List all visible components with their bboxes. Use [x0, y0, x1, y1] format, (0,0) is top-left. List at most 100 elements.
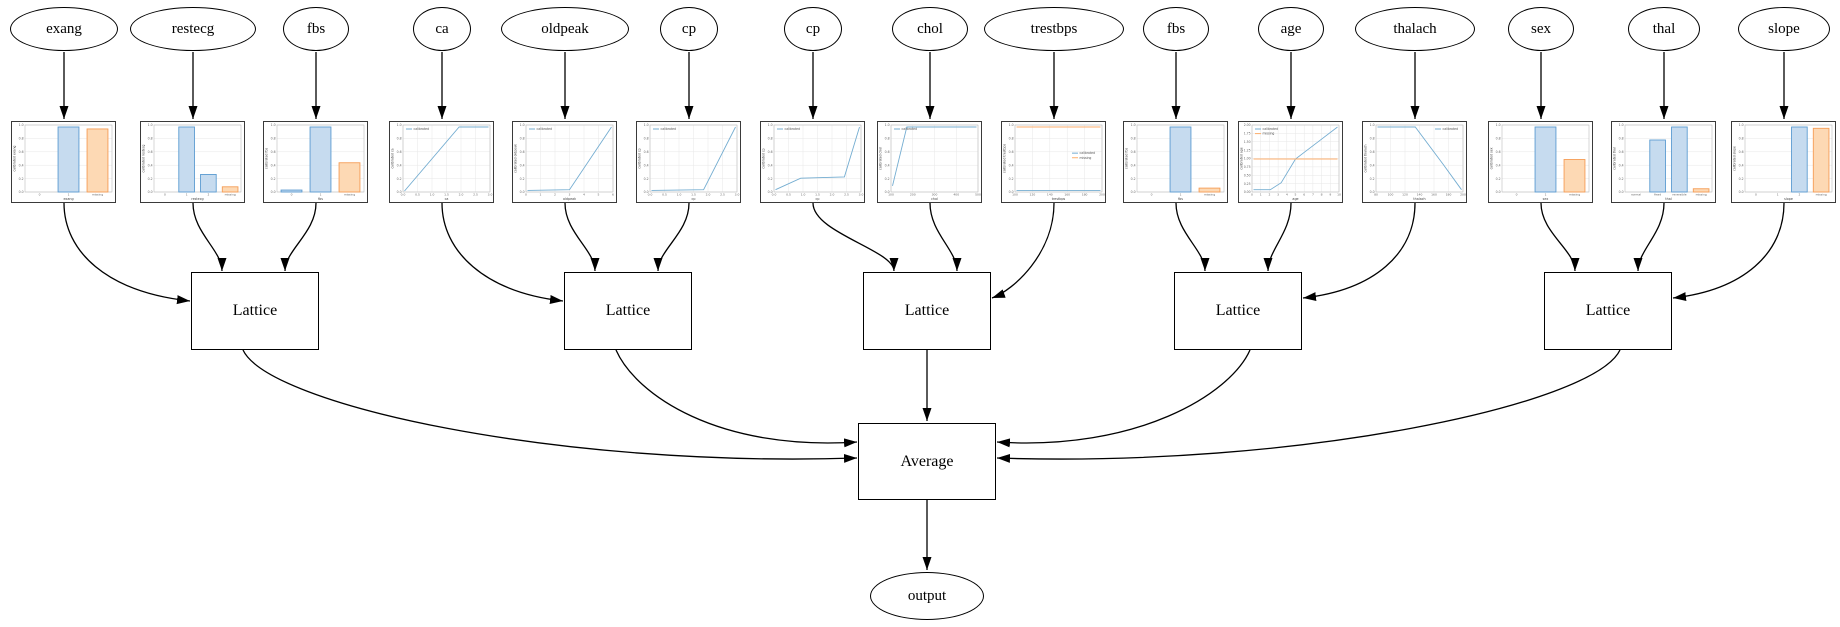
edge-chart-thalach-to-lattice-3 [1302, 202, 1416, 302]
svg-text:0: 0 [1150, 193, 1152, 197]
svg-text:calibrated cp: calibrated cp [637, 148, 641, 168]
svg-text:4: 4 [583, 193, 585, 197]
svg-text:0.75: 0.75 [1244, 165, 1251, 169]
svg-text:5: 5 [1294, 193, 1296, 197]
svg-text:0.4: 0.4 [1619, 163, 1624, 167]
svg-text:calibrated thal: calibrated thal [1612, 147, 1616, 170]
svg-text:calibrated: calibrated [413, 127, 429, 131]
svg-text:3.0: 3.0 [488, 193, 493, 197]
svg-text:calibrated trestbps: calibrated trestbps [1002, 144, 1006, 174]
svg-text:1.0: 1.0 [801, 193, 806, 197]
svg-text:calibrated slope: calibrated slope [1732, 146, 1736, 171]
feature-node-thal: thal [1628, 7, 1700, 51]
svg-text:1.50: 1.50 [1244, 140, 1251, 144]
feature-label: thal [1652, 20, 1676, 37]
svg-text:0.4: 0.4 [1009, 163, 1014, 167]
svg-text:0.00: 0.00 [1244, 190, 1251, 194]
svg-text:calibrated: calibrated [660, 127, 676, 131]
svg-text:7: 7 [1312, 193, 1314, 197]
feature-label: sex [1531, 20, 1551, 37]
svg-text:100: 100 [888, 193, 894, 197]
feature-label: fbs [1166, 20, 1186, 37]
svg-text:0.4: 0.4 [644, 163, 649, 167]
svg-text:0.2: 0.2 [148, 177, 153, 181]
edge-chart-fbs-to-lattice-0 [280, 202, 317, 272]
svg-text:1.0: 1.0 [644, 123, 649, 127]
svg-text:calibrated: calibrated [784, 127, 800, 131]
svg-text:restecg: restecg [191, 197, 203, 201]
svg-text:calibrated chol: calibrated chol [878, 147, 882, 170]
svg-text:ca: ca [444, 197, 448, 201]
svg-text:0.5: 0.5 [786, 193, 791, 197]
svg-text:0.4: 0.4 [768, 163, 773, 167]
average-label: Average [900, 452, 954, 470]
lattice-label: Lattice [232, 302, 278, 319]
svg-text:0.0: 0.0 [1739, 190, 1744, 194]
svg-text:6: 6 [612, 193, 614, 197]
svg-text:0.8: 0.8 [1009, 137, 1014, 141]
svg-text:slope: slope [1784, 197, 1793, 201]
svg-text:calibrated fbs: calibrated fbs [1124, 148, 1128, 170]
svg-text:2.0: 2.0 [706, 193, 711, 197]
svg-text:1: 1 [1179, 193, 1181, 197]
svg-text:reversible: reversible [1672, 193, 1687, 197]
feature-label: restecg [171, 20, 215, 37]
feature-node-ca: ca [413, 7, 471, 51]
svg-text:140: 140 [1047, 193, 1053, 197]
svg-text:1.0: 1.0 [1370, 123, 1375, 127]
feature-node-sex: sex [1508, 7, 1574, 51]
svg-text:1.0: 1.0 [1496, 123, 1501, 127]
feature-node-slope: slope [1738, 7, 1830, 51]
svg-text:0.6: 0.6 [271, 150, 276, 154]
edge-chart-slope-to-lattice-4 [1672, 202, 1785, 302]
svg-text:0.4: 0.4 [1370, 163, 1375, 167]
svg-text:2.5: 2.5 [720, 193, 725, 197]
svg-text:0.0: 0.0 [19, 190, 24, 194]
feature-label: fbs [306, 20, 326, 37]
svg-text:1: 1 [539, 193, 541, 197]
svg-text:0.8: 0.8 [520, 137, 525, 141]
edge-chart-chol-to-lattice-2 [929, 202, 962, 272]
svg-text:2: 2 [1798, 193, 1800, 197]
svg-text:0.5: 0.5 [662, 193, 667, 197]
svg-text:1.0: 1.0 [148, 123, 153, 127]
svg-text:0.8: 0.8 [19, 137, 24, 141]
svg-text:80: 80 [1374, 193, 1378, 197]
svg-text:calibrated restecg: calibrated restecg [141, 144, 145, 172]
svg-text:1.0: 1.0 [1739, 123, 1744, 127]
svg-text:0.4: 0.4 [1739, 163, 1744, 167]
svg-text:missing: missing [344, 193, 355, 197]
svg-text:0.2: 0.2 [1619, 177, 1624, 181]
svg-text:3: 3 [568, 193, 570, 197]
svg-text:thal: thal [1665, 197, 1671, 201]
svg-text:0.8: 0.8 [1739, 137, 1744, 141]
svg-text:300: 300 [932, 193, 938, 197]
feature-node-chol: chol [892, 7, 968, 51]
svg-text:0.0: 0.0 [520, 190, 525, 194]
svg-text:0: 0 [38, 193, 40, 197]
svg-text:oldpeak: oldpeak [563, 197, 576, 201]
feature-node-age: age [1258, 7, 1324, 51]
svg-text:0: 0 [164, 193, 166, 197]
svg-text:120: 120 [1029, 193, 1035, 197]
svg-text:exang: exang [63, 197, 73, 201]
svg-text:10: 10 [1337, 193, 1341, 197]
svg-text:0.0: 0.0 [885, 190, 890, 194]
average-node: Average [858, 423, 996, 500]
svg-text:0.2: 0.2 [271, 177, 276, 181]
svg-text:200: 200 [1460, 193, 1466, 197]
svg-text:age: age [1292, 197, 1298, 201]
svg-text:0.6: 0.6 [1619, 150, 1624, 154]
